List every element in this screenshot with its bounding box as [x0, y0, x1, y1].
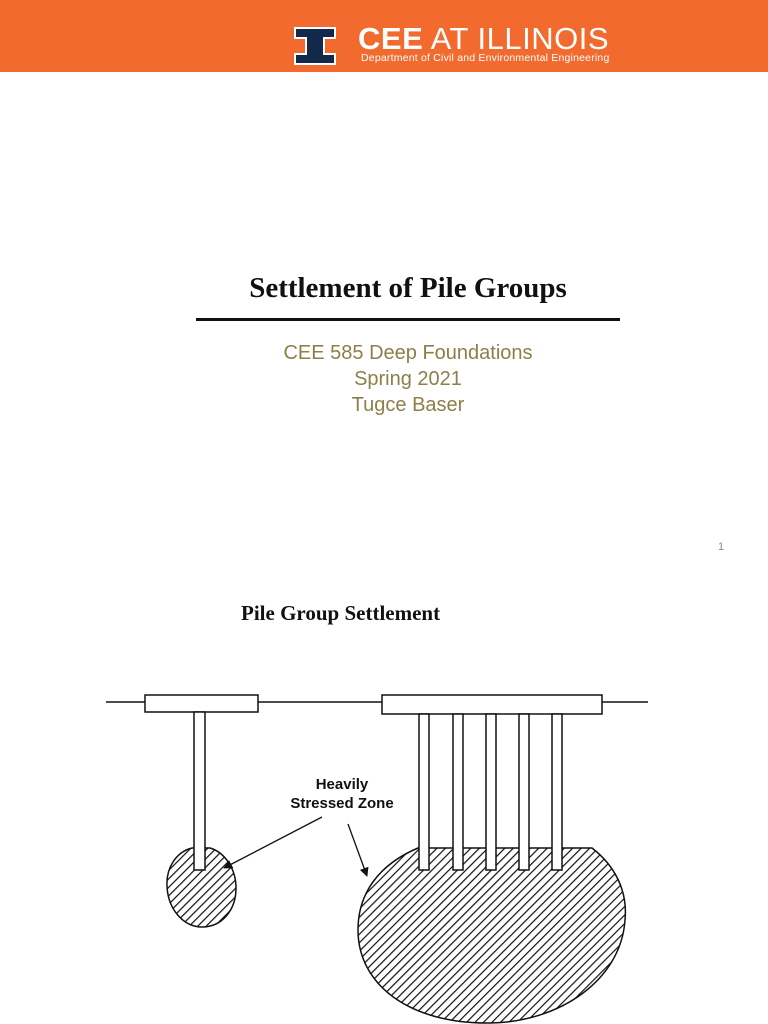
page-number: 1 [718, 541, 725, 553]
zone-label-line1: Heavily [315, 776, 369, 793]
brand-name: CEE AT ILLINOIS [358, 22, 609, 56]
slide-title: Settlement of Pile Groups [249, 272, 567, 304]
brand-light-text: AT ILLINOIS [430, 21, 610, 56]
header-banner: CEE AT ILLINOIS Department of Civil and … [0, 0, 768, 72]
arrow-to-group-zone [347, 823, 369, 877]
zone-label-line2: Stressed Zone [290, 795, 394, 812]
slide2-title: Pile Group Settlement [241, 601, 441, 625]
single-pile [193, 711, 206, 871]
pile-settlement-diagram [106, 694, 648, 1024]
title-underline [196, 318, 620, 321]
author-name: Tugce Baser [351, 394, 465, 416]
brand-bold-text: CEE [358, 21, 424, 56]
group-pile-1 [418, 713, 430, 871]
single-pile-cap [144, 694, 259, 713]
group-pile-5 [551, 713, 563, 871]
pile-group-cap [381, 694, 603, 715]
block-i-logo-icon [294, 27, 336, 65]
diagram-slide: Pile Group Settlement [0, 580, 768, 1024]
group-pile-3 [485, 713, 497, 871]
course-name: CEE 585 Deep Foundations [283, 342, 533, 364]
arrow-to-single-zone [223, 816, 323, 869]
pile-group-stressed-zone [357, 847, 627, 1024]
group-pile-2 [452, 713, 464, 871]
group-pile-4 [518, 713, 530, 871]
course-term: Spring 2021 [354, 368, 462, 390]
title-slide: CEE AT ILLINOIS Department of Civil and … [0, 0, 768, 553]
single-pile-stressed-zone [166, 847, 237, 928]
department-name: Department of Civil and Environmental En… [361, 52, 610, 64]
